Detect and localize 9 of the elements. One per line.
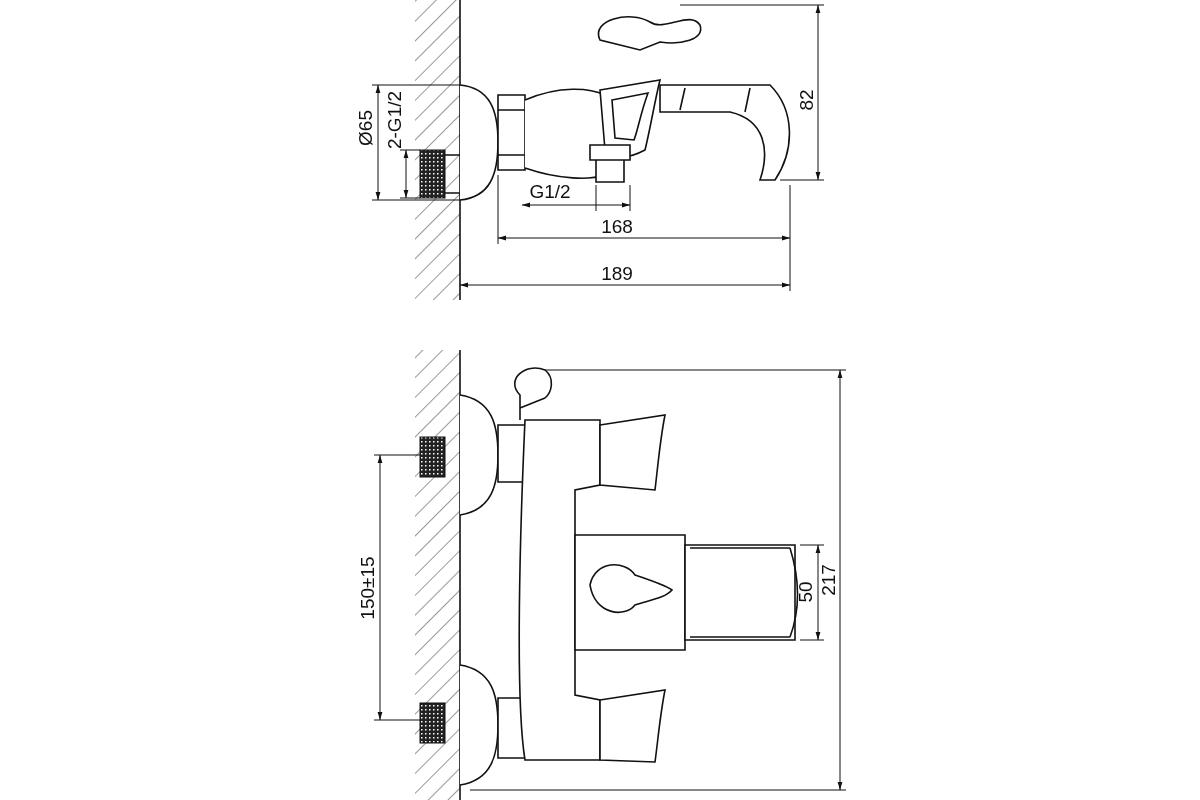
dimension-value: 50: [795, 581, 815, 603]
dimension-value: 2-G1/2: [384, 90, 404, 150]
dimension-value: G1/2: [529, 181, 571, 201]
dimension-value: 82: [796, 89, 816, 111]
dimension-value: 150±15: [357, 556, 377, 620]
dimension-value: 189: [601, 263, 633, 283]
dimension-value: Ø65: [355, 110, 375, 146]
dimension-value: 168: [601, 216, 633, 236]
dimension-value: 217: [818, 564, 838, 596]
